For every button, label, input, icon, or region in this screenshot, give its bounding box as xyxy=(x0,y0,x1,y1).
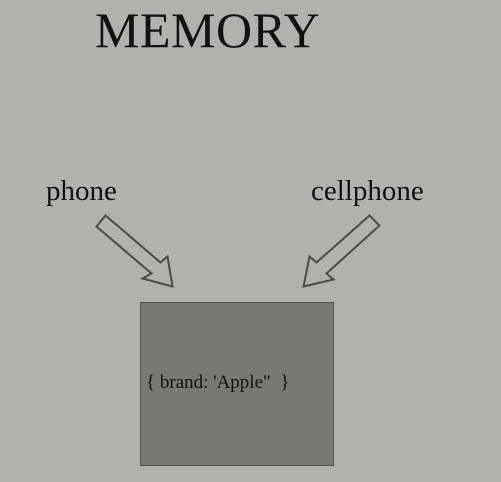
arrow-phone-to-object xyxy=(95,214,174,288)
memory-title: MEMORY xyxy=(95,2,321,58)
memory-object-box xyxy=(140,302,334,466)
reference-label-phone: phone xyxy=(46,175,117,207)
arrow-cellphone-to-object xyxy=(302,214,381,288)
reference-label-cellphone: cellphone xyxy=(311,175,424,207)
memory-object-text: { brand: 'Apple" } xyxy=(146,372,290,393)
